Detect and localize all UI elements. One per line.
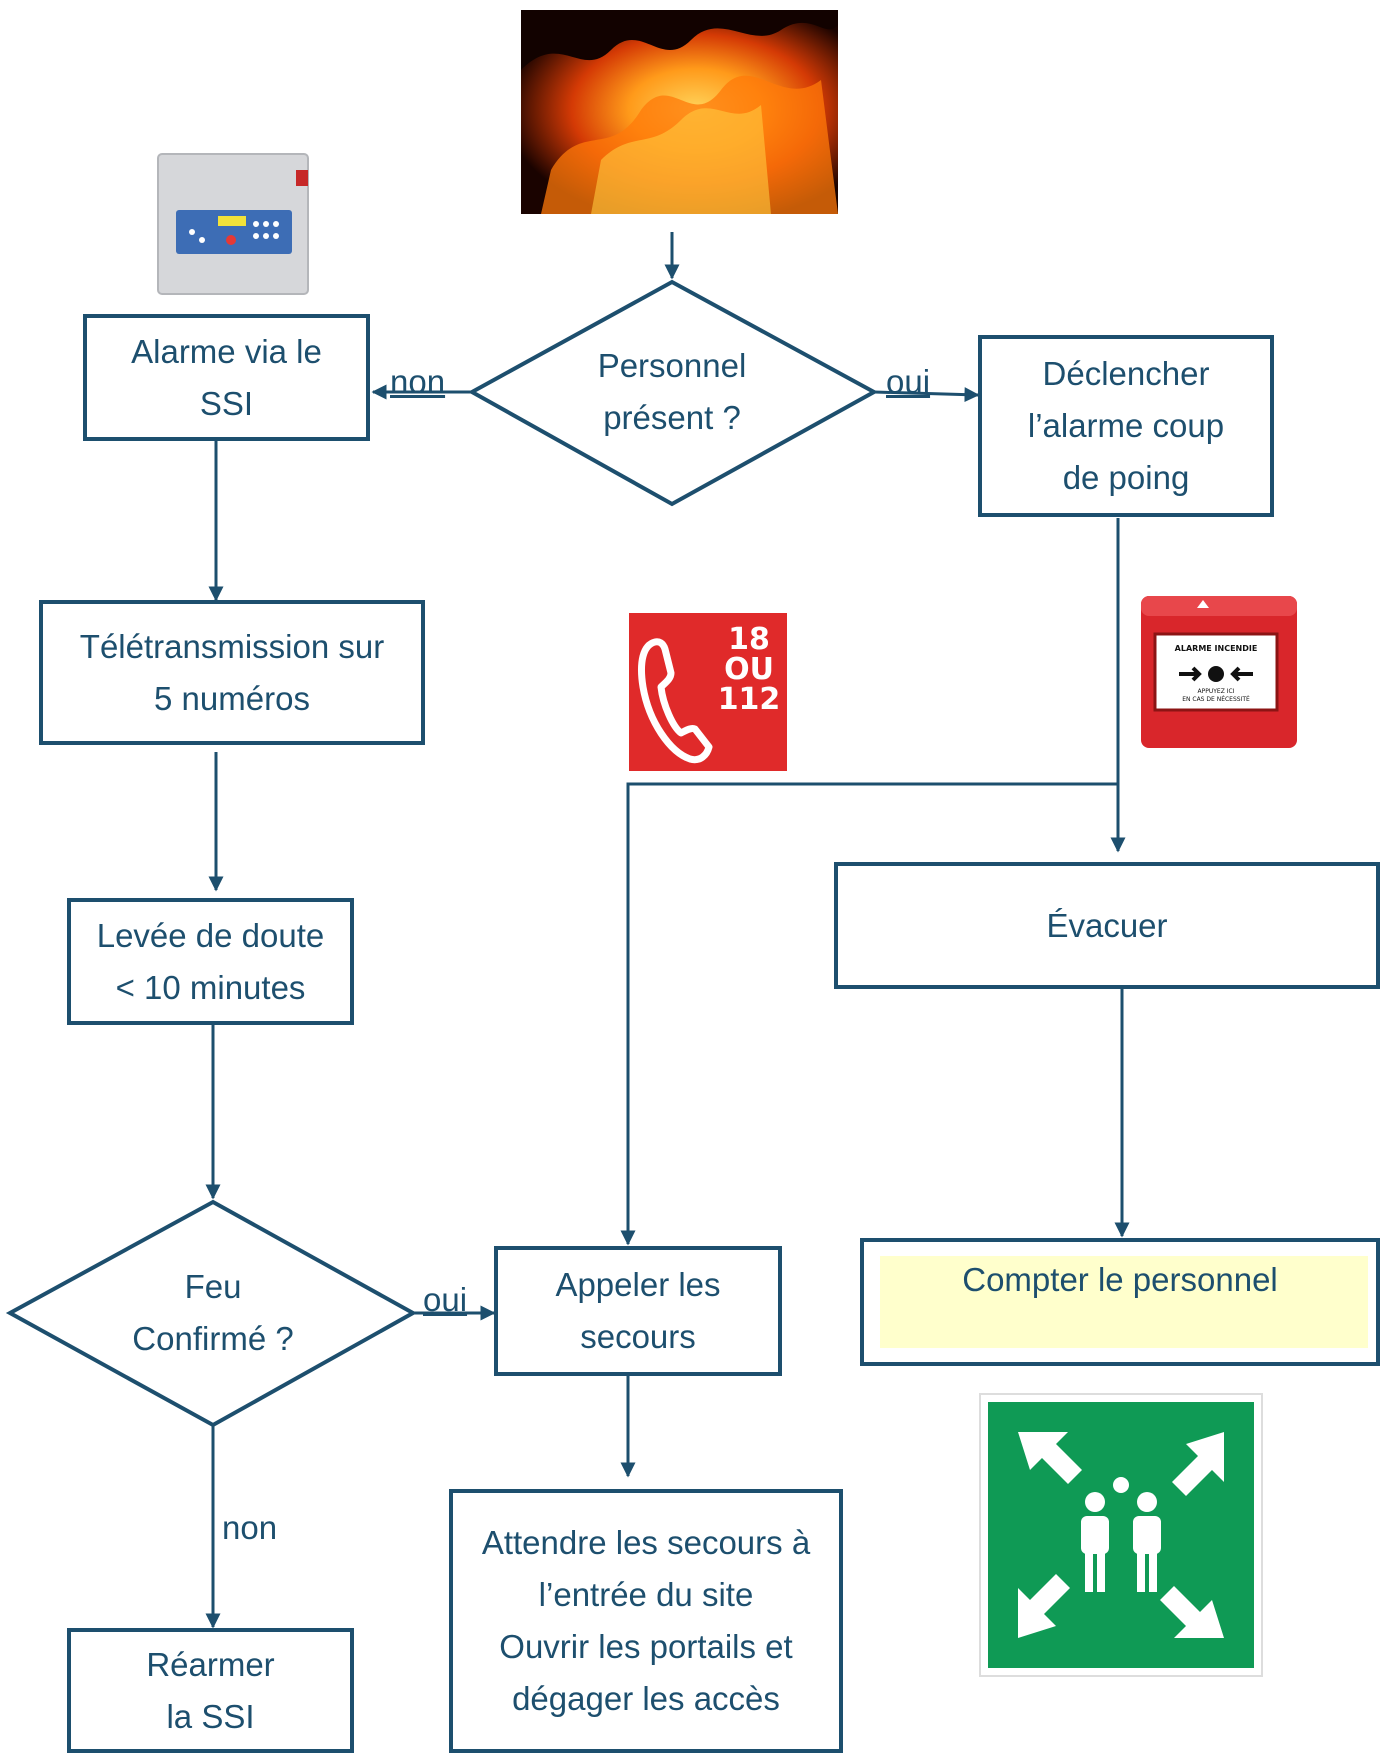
manual-call-point-image: ALARME INCENDIE APPUYEZ ICI EN CAS DE NÉ… — [1137, 590, 1301, 754]
box-attendre-line1: Attendre les secours à — [481, 1524, 811, 1561]
box-teletransmission: Télétransmission sur 5 numéros — [39, 600, 425, 745]
box-teletransmission-line2: 5 numéros — [154, 679, 310, 717]
box-rearmer-ssi: Réarmer la SSI — [67, 1628, 354, 1753]
label-non-personnel: non — [390, 363, 446, 400]
box-alarme-ssi-line1: Alarme via le — [131, 332, 322, 370]
box-declencher-line2: l’alarme coup — [1027, 407, 1225, 444]
box-alarme-ssi: Alarme via le SSI — [83, 314, 370, 441]
box-levee-line1: Levée de doute — [96, 916, 325, 954]
decision-diamond-feu — [5, 1199, 418, 1428]
box-attendre-secours: Attendre les secours à l’entrée du site … — [449, 1489, 843, 1753]
emergency-number-18: 18 — [728, 622, 770, 657]
box-appeler-line2: secours — [580, 1318, 696, 1355]
fire-image — [521, 10, 838, 214]
box-compter-line1: Compter le personnel — [962, 1261, 1278, 1298]
decision-personnel-line1: Personnel — [597, 347, 747, 384]
decision-personnel-line2: présent ? — [603, 399, 741, 436]
emergency-number-ou: OU — [724, 652, 774, 687]
arrow-oui-to-declencher — [873, 387, 980, 403]
call-point-title: ALARME INCENDIE — [1174, 644, 1258, 653]
arrow-branch-to-appeler — [620, 782, 1118, 1246]
decision-feu-line1: Feu — [184, 1268, 242, 1305]
call-point-subtitle: APPUYEZ ICI EN CAS DE NÉCESSITÉ — [1155, 688, 1277, 704]
assembly-point-sign — [978, 1392, 1264, 1678]
call-point-subtitle-2: EN CAS DE NÉCESSITÉ — [1182, 696, 1250, 703]
fire-alarm-panel-image — [156, 152, 314, 295]
label-non-feu: non — [222, 1509, 278, 1546]
box-teletransmission-line1: Télétransmission sur — [79, 627, 385, 665]
box-levee-doute: Levée de doute < 10 minutes — [67, 898, 354, 1025]
box-attendre-line3: Ouvrir les portails et — [499, 1628, 793, 1665]
box-attendre-line4: dégager les accès — [512, 1680, 780, 1717]
emergency-number-112: 112 — [717, 682, 781, 717]
label-oui-personnel: oui — [886, 363, 931, 400]
box-appeler-secours: Appeler les secours — [494, 1246, 782, 1376]
box-appeler-line1: Appeler les — [555, 1266, 721, 1303]
phone-icon — [638, 638, 713, 764]
box-compter-personnel: Compter le personnel — [860, 1238, 1380, 1366]
box-evacuer-line1: Évacuer — [1046, 906, 1168, 944]
box-attendre-line2: l’entrée du site — [538, 1576, 754, 1613]
decision-feu-line2: Confirmé ? — [132, 1320, 294, 1357]
box-rearmer-line1: Réarmer — [146, 1645, 275, 1683]
box-levee-line2: < 10 minutes — [115, 968, 306, 1006]
emergency-number-sign: 18 OU 112 — [629, 613, 787, 771]
box-alarme-ssi-line2: SSI — [199, 384, 254, 422]
decision-diamond-personnel — [467, 279, 879, 507]
box-rearmer-line2: la SSI — [166, 1697, 255, 1735]
box-declencher-line1: Déclencher — [1042, 355, 1210, 392]
decision-feu-text: Feu Confirmé ? — [80, 1258, 346, 1368]
box-evacuer: Évacuer — [834, 862, 1380, 989]
label-oui-feu: oui — [423, 1281, 468, 1318]
decision-personnel-text: Personnel présent ? — [540, 337, 804, 447]
box-declencher: Déclencher l’alarme coup de poing — [978, 335, 1274, 517]
box-declencher-line3: de poing — [1062, 459, 1190, 496]
call-point-subtitle-1: APPUYEZ ICI — [1197, 688, 1235, 695]
